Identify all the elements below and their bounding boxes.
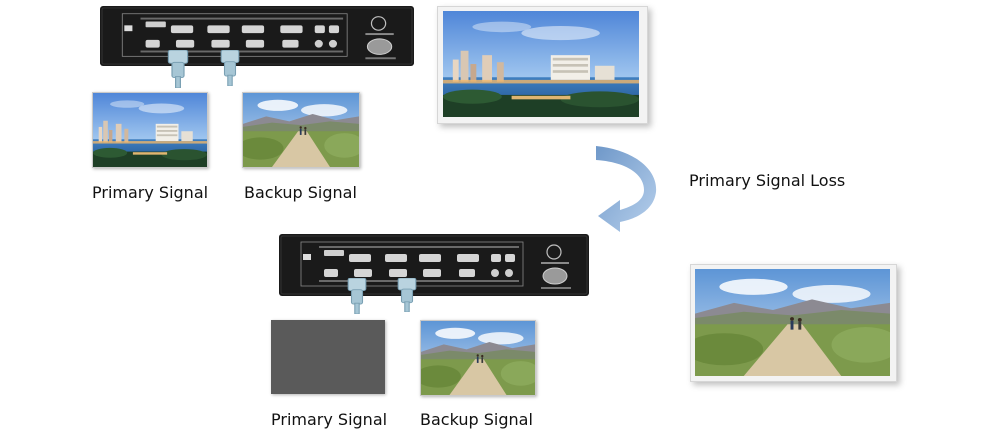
bottom-backup-cable-connector — [396, 278, 418, 312]
top-switcher-device — [100, 6, 414, 66]
top-primary-signal-image — [92, 92, 208, 168]
bottom-backup-signal-image — [420, 320, 536, 396]
bottom-primary-cable-connector — [346, 278, 368, 314]
top-output-monitor — [437, 6, 648, 124]
signal-loss-arrow — [590, 140, 662, 236]
bottom-output-monitor — [690, 264, 897, 382]
bottom-switcher-device — [279, 234, 589, 296]
signal-loss-label: Primary Signal Loss — [689, 171, 846, 190]
bottom-primary-signal-lost-image — [271, 320, 385, 394]
top-primary-signal-label: Primary Signal — [92, 183, 209, 202]
bottom-backup-signal-label: Backup Signal — [420, 410, 533, 429]
top-output-monitor-screen — [443, 11, 639, 117]
bottom-primary-signal-label: Primary Signal — [271, 410, 388, 429]
bottom-output-monitor-screen — [695, 269, 890, 376]
top-backup-signal-image — [242, 92, 360, 168]
top-backup-signal-label: Backup Signal — [244, 183, 357, 202]
top-backup-cable-connector — [219, 50, 241, 86]
top-primary-cable-connector — [166, 50, 190, 88]
